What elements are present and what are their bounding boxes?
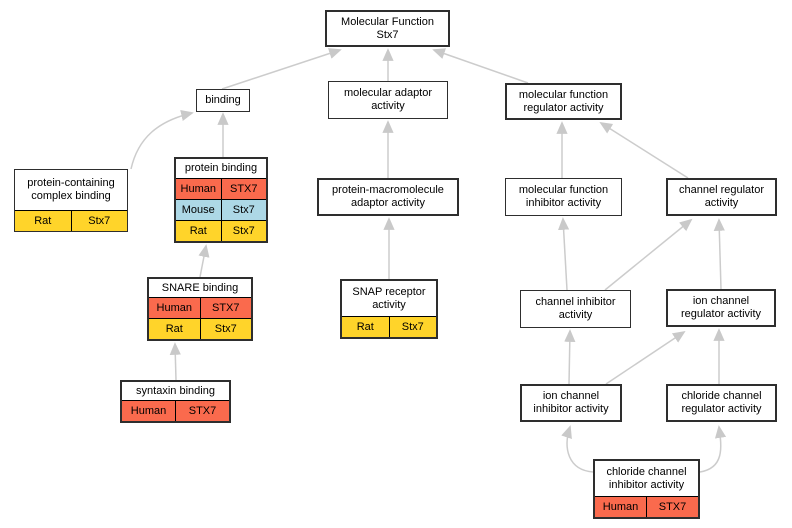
species-cell: Mouse: [176, 200, 221, 220]
node-syntaxin-binding[interactable]: syntaxin binding Human STX7: [120, 380, 231, 423]
species-rows: Human STX7 Rat Stx7: [149, 297, 251, 339]
gene-cell: STX7: [646, 497, 698, 517]
node-label: syntaxin binding: [122, 382, 229, 400]
node-chloride-channel-inhibitor-activity[interactable]: chloride channel inhibitor activity Huma…: [593, 459, 700, 519]
edge-snare-to-protein-binding: [198, 244, 210, 278]
species-row: Mouse Stx7: [176, 199, 266, 220]
node-snare-binding[interactable]: SNARE binding Human STX7 Rat Stx7: [147, 277, 253, 341]
node-ion-channel-regulator-activity[interactable]: ion channel regulator activity: [666, 289, 776, 327]
node-label: channel regulator activity: [668, 180, 775, 214]
node-label: protein binding: [176, 159, 266, 178]
edge-ion-channel-regulator-to-channel-regulator: [713, 218, 725, 290]
node-label: SNARE binding: [149, 279, 251, 297]
species-row: Rat Stx7: [15, 211, 127, 231]
species-rows: Rat Stx7: [15, 210, 127, 231]
gene-cell: STX7: [220, 179, 266, 199]
edge-syntaxin-to-snare: [169, 342, 181, 381]
species-row: Human STX7: [149, 298, 251, 318]
node-protein-binding[interactable]: protein binding Human STX7 Mouse Stx7 Ra…: [174, 157, 268, 243]
edge-channel-inhibitor-to-mf-inhibitor: [558, 217, 570, 291]
node-molecular-function-stx7[interactable]: Molecular Function Stx7: [325, 10, 450, 47]
node-channel-regulator-activity[interactable]: channel regulator activity: [666, 178, 777, 216]
species-row: Rat Stx7: [149, 318, 251, 339]
gene-cell: Stx7: [220, 200, 266, 220]
node-label: protein-containing complex binding: [15, 170, 127, 210]
species-row: Human STX7: [595, 497, 698, 517]
node-ion-channel-inhibitor-activity[interactable]: ion channel inhibitor activity: [520, 384, 622, 422]
node-channel-inhibitor-activity[interactable]: channel inhibitor activity: [520, 290, 631, 328]
species-row: Rat Stx7: [342, 317, 436, 337]
node-label: channel inhibitor activity: [521, 291, 630, 327]
node-label: ion channel regulator activity: [668, 291, 774, 325]
node-molecular-function-inhibitor-activity[interactable]: molecular function inhibitor activity: [505, 178, 622, 216]
node-molecular-adaptor-activity[interactable]: molecular adaptor activity: [328, 81, 448, 119]
species-row: Human STX7: [122, 401, 229, 421]
node-label: chloride channel regulator activity: [668, 386, 775, 420]
gene-cell: Stx7: [220, 221, 266, 241]
gene-cell: Stx7: [388, 317, 436, 337]
node-label: protein-macromolecule adaptor activity: [319, 180, 457, 214]
node-label: molecular adaptor activity: [329, 82, 447, 118]
species-cell: Human: [149, 298, 200, 318]
edge-ion-channel-inhibitor-to-ion-channel-regulator: [605, 330, 686, 385]
edge-chloride-inhibitor-to-chloride-regulator: [699, 425, 727, 473]
edge-channel-inhibitor-to-channel-regulator: [604, 218, 693, 291]
node-binding[interactable]: binding: [196, 89, 250, 112]
species-cell: Human: [595, 497, 646, 517]
gene-cell: STX7: [199, 298, 251, 318]
edge-ion-channel-inhibitor-to-channel-inhibitor: [564, 329, 576, 385]
node-label: chloride channel inhibitor activity: [595, 461, 698, 496]
gene-cell: Stx7: [199, 319, 251, 339]
node-label: Molecular Function Stx7: [327, 12, 448, 45]
species-cell: Human: [122, 401, 175, 421]
edge-chloride-inhibitor-to-ion-channel-inhibitor: [561, 425, 594, 473]
species-rows: Human STX7 Mouse Stx7 Rat Stx7: [176, 178, 266, 241]
node-label: molecular function inhibitor activity: [506, 179, 621, 215]
species-cell: Rat: [342, 317, 389, 337]
species-row: Rat Stx7: [176, 220, 266, 241]
species-cell: Rat: [149, 319, 200, 339]
species-rows: Human STX7: [122, 400, 229, 421]
node-label: molecular function regulator activity: [507, 85, 620, 118]
species-cell: Rat: [176, 221, 221, 241]
species-rows: Human STX7: [595, 496, 698, 517]
species-cell: Rat: [15, 211, 71, 231]
node-chloride-channel-regulator-activity[interactable]: chloride channel regulator activity: [666, 384, 777, 422]
node-label: binding: [197, 90, 249, 111]
edge-binding-to-root: [221, 48, 342, 90]
node-protein-containing-complex-binding[interactable]: protein-containing complex binding Rat S…: [14, 169, 128, 232]
edge-mf-regulator-to-root: [432, 48, 529, 84]
gene-cell: STX7: [175, 401, 229, 421]
species-rows: Rat Stx7: [342, 316, 436, 337]
edge-channel-regulator-to-mf-regulator: [599, 121, 689, 179]
node-label: SNAP receptor activity: [342, 281, 436, 316]
gene-cell: Stx7: [70, 211, 127, 231]
node-label: ion channel inhibitor activity: [522, 386, 620, 420]
species-cell: Human: [176, 179, 221, 199]
node-snap-receptor-activity[interactable]: SNAP receptor activity Rat Stx7: [340, 279, 438, 339]
node-protein-macromolecule-adaptor-activity[interactable]: protein-macromolecule adaptor activity: [317, 178, 459, 216]
node-molecular-function-regulator-activity[interactable]: molecular function regulator activity: [505, 83, 622, 120]
edge-pcc-binding-to-binding: [130, 110, 194, 170]
species-row: Human STX7: [176, 179, 266, 199]
